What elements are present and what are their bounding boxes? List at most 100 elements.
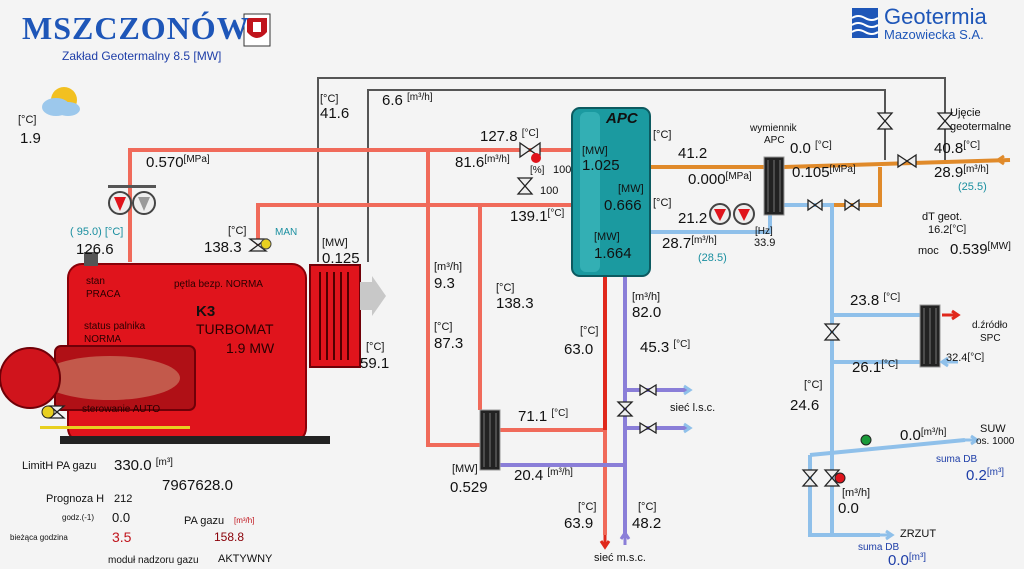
gas-module-label: moduł nadzoru gazu xyxy=(108,555,199,566)
temp-45-3: 45.3 [°C] xyxy=(640,339,691,356)
dt-geo-label: dT geot. xyxy=(922,211,963,223)
temp-59-1: 59.1 xyxy=(360,355,390,372)
gas-pa-value: 158.8 xyxy=(214,530,245,544)
return-pipes xyxy=(500,275,690,535)
apc-power-3: 1.664 xyxy=(594,245,632,262)
control-mode: sterowanie AUTO xyxy=(82,404,161,415)
temp-41-6: 41.6 xyxy=(320,105,350,122)
zrzut-label: ZRZUT xyxy=(900,528,937,540)
exchanger-power-0-529: 0.529 xyxy=(450,479,488,496)
gas-module-status: AKTYWNY xyxy=(218,553,273,565)
temp-127-8: 127.8 [°C] xyxy=(480,128,539,145)
boiler-state-label: stan xyxy=(86,276,105,287)
temp-32-4: 32.4[°C] xyxy=(946,352,985,364)
flow-setpoint-25-5: (25.5) xyxy=(958,181,987,193)
gas-pa-unit: [m³/h] xyxy=(234,516,255,525)
valve-indicator-red xyxy=(531,153,541,163)
temp-23-8: 23.8 [°C] xyxy=(850,292,901,309)
dt-geo-value: 16.2[°C] xyxy=(928,224,967,236)
pump-frequency: 33.9 xyxy=(754,237,776,249)
boiler-setpoint: ( 95.0) [°C] xyxy=(70,226,124,238)
temp-40-8: 40.8[°C] xyxy=(934,140,980,157)
temp-63-0: 63.0 xyxy=(564,341,594,358)
temp-63-9: 63.9 xyxy=(564,515,594,532)
network-msc-label: sieć m.s.c. xyxy=(594,552,646,564)
pressure-0-000: 0.000[MPa] xyxy=(688,171,752,188)
suma-db-label-1: suma DB xyxy=(936,454,978,465)
zrzut-indicator xyxy=(834,472,846,484)
flow-28-7: 28.7[m³/h] xyxy=(662,235,717,252)
temp-87-3: 87.3 xyxy=(434,335,464,352)
temp-139-1: 139.1[°C] xyxy=(510,208,565,225)
apc-title: APC xyxy=(606,110,638,127)
temp-26-1: 26.1[°C] xyxy=(852,359,898,376)
flow-9-3: 9.3 xyxy=(434,275,455,292)
apc-pumps[interactable] xyxy=(709,203,755,225)
boiler-name: K3 xyxy=(196,303,216,320)
gas-limit-value: 330.0 [m³] xyxy=(114,457,173,474)
temp-138-3: 138.3 xyxy=(204,239,242,256)
suma-db-label-2: suma DB xyxy=(858,542,900,553)
apc-power-1: 1.025 xyxy=(582,157,620,174)
economizer-power: 0.125 xyxy=(322,250,360,267)
company-name: Geotermia xyxy=(884,4,987,29)
prev-hour-label: godz.(-1) xyxy=(62,513,95,522)
flow-6-6: 6.6 [m³/h] xyxy=(382,92,433,109)
geotermia-logo-icon xyxy=(851,8,879,38)
pressure-0-570: 0.570[MPa] xyxy=(146,154,210,171)
boiler-pumps[interactable] xyxy=(108,185,156,215)
flow-setpoint-28-5: (28.5) xyxy=(698,252,727,264)
gas-limit-label: LimitH PA gazu xyxy=(22,460,97,472)
hot-pipes xyxy=(128,148,607,535)
temp-48-2: 48.2 xyxy=(632,515,662,532)
flame-window xyxy=(40,356,180,400)
boiler-power: 1.9 MW xyxy=(226,340,275,356)
flow-28-9: 28.9[m³/h] xyxy=(934,164,989,181)
coat-of-arms-icon xyxy=(243,13,271,47)
suma-db-value-2: 0.0[m³] xyxy=(888,552,927,569)
cold-pipes xyxy=(650,203,966,537)
weather-icon xyxy=(42,87,80,116)
temp-0-0: 0.0 [°C] xyxy=(790,140,832,157)
temp-71-1: 71.1 [°C] xyxy=(518,408,569,425)
man-label: MAN xyxy=(275,227,298,238)
man-indicator xyxy=(260,238,272,250)
current-hour-value: 3.5 xyxy=(112,529,132,545)
outdoor-temp-unit: [°C] xyxy=(18,114,37,126)
valve-pct-unit: [%] xyxy=(530,165,545,176)
pressure-0-105: 0.105[MPa] xyxy=(792,164,856,181)
forecast-value: 212 xyxy=(114,493,133,505)
burner xyxy=(0,347,61,409)
outdoor-temp-value: 1.9 xyxy=(20,130,41,147)
flow-81-6: 81.6[m³/h] xyxy=(455,154,510,171)
suw-indicator xyxy=(860,434,872,446)
network-lsc-label: sieć l.s.c. xyxy=(670,402,716,414)
moc-value: 0.539[MW] xyxy=(950,241,1011,258)
temp-24-6: 24.6 xyxy=(790,397,820,414)
source-label: d.źródło xyxy=(972,320,1008,331)
unit-label: [°C] xyxy=(320,93,339,105)
forecast-label: Prognoza H xyxy=(46,493,105,505)
company-name-sub: Mazowiecka S.A. xyxy=(884,27,984,42)
moc-label: moc xyxy=(918,245,939,257)
temp-126-6: 126.6 xyxy=(76,241,114,258)
temp-41-2: 41.2 xyxy=(678,145,708,162)
boiler-state-value: PRACA xyxy=(86,289,121,300)
burner-status-value: NORMA xyxy=(84,334,122,345)
burner-status-label: status palnika xyxy=(84,321,146,332)
temp-21-2: 21.2 xyxy=(678,210,708,227)
suw-flow: 0.0[m³/h] xyxy=(900,427,947,444)
flue-arrow xyxy=(360,276,386,316)
safety-loop-label: pętla bezp. NORMA xyxy=(174,279,263,290)
valve-pos-a: 100 xyxy=(553,164,572,176)
gas-pa-label: PA gazu xyxy=(184,515,225,527)
temp-138-3-b: 138.3 xyxy=(496,295,534,312)
flow-82-0: 82.0 xyxy=(632,304,662,321)
boiler-model: TURBOMAT xyxy=(196,321,274,337)
page-title: MSZCZONÓW xyxy=(22,10,250,46)
gas-total: 7967628.0 xyxy=(162,477,233,494)
current-hour-label: bieżąca godzina xyxy=(10,533,68,542)
page-subtitle: Zakład Geotermalny 8.5 [MW] xyxy=(62,49,222,63)
flow-20-4: 20.4 [m³/h] xyxy=(514,467,573,484)
